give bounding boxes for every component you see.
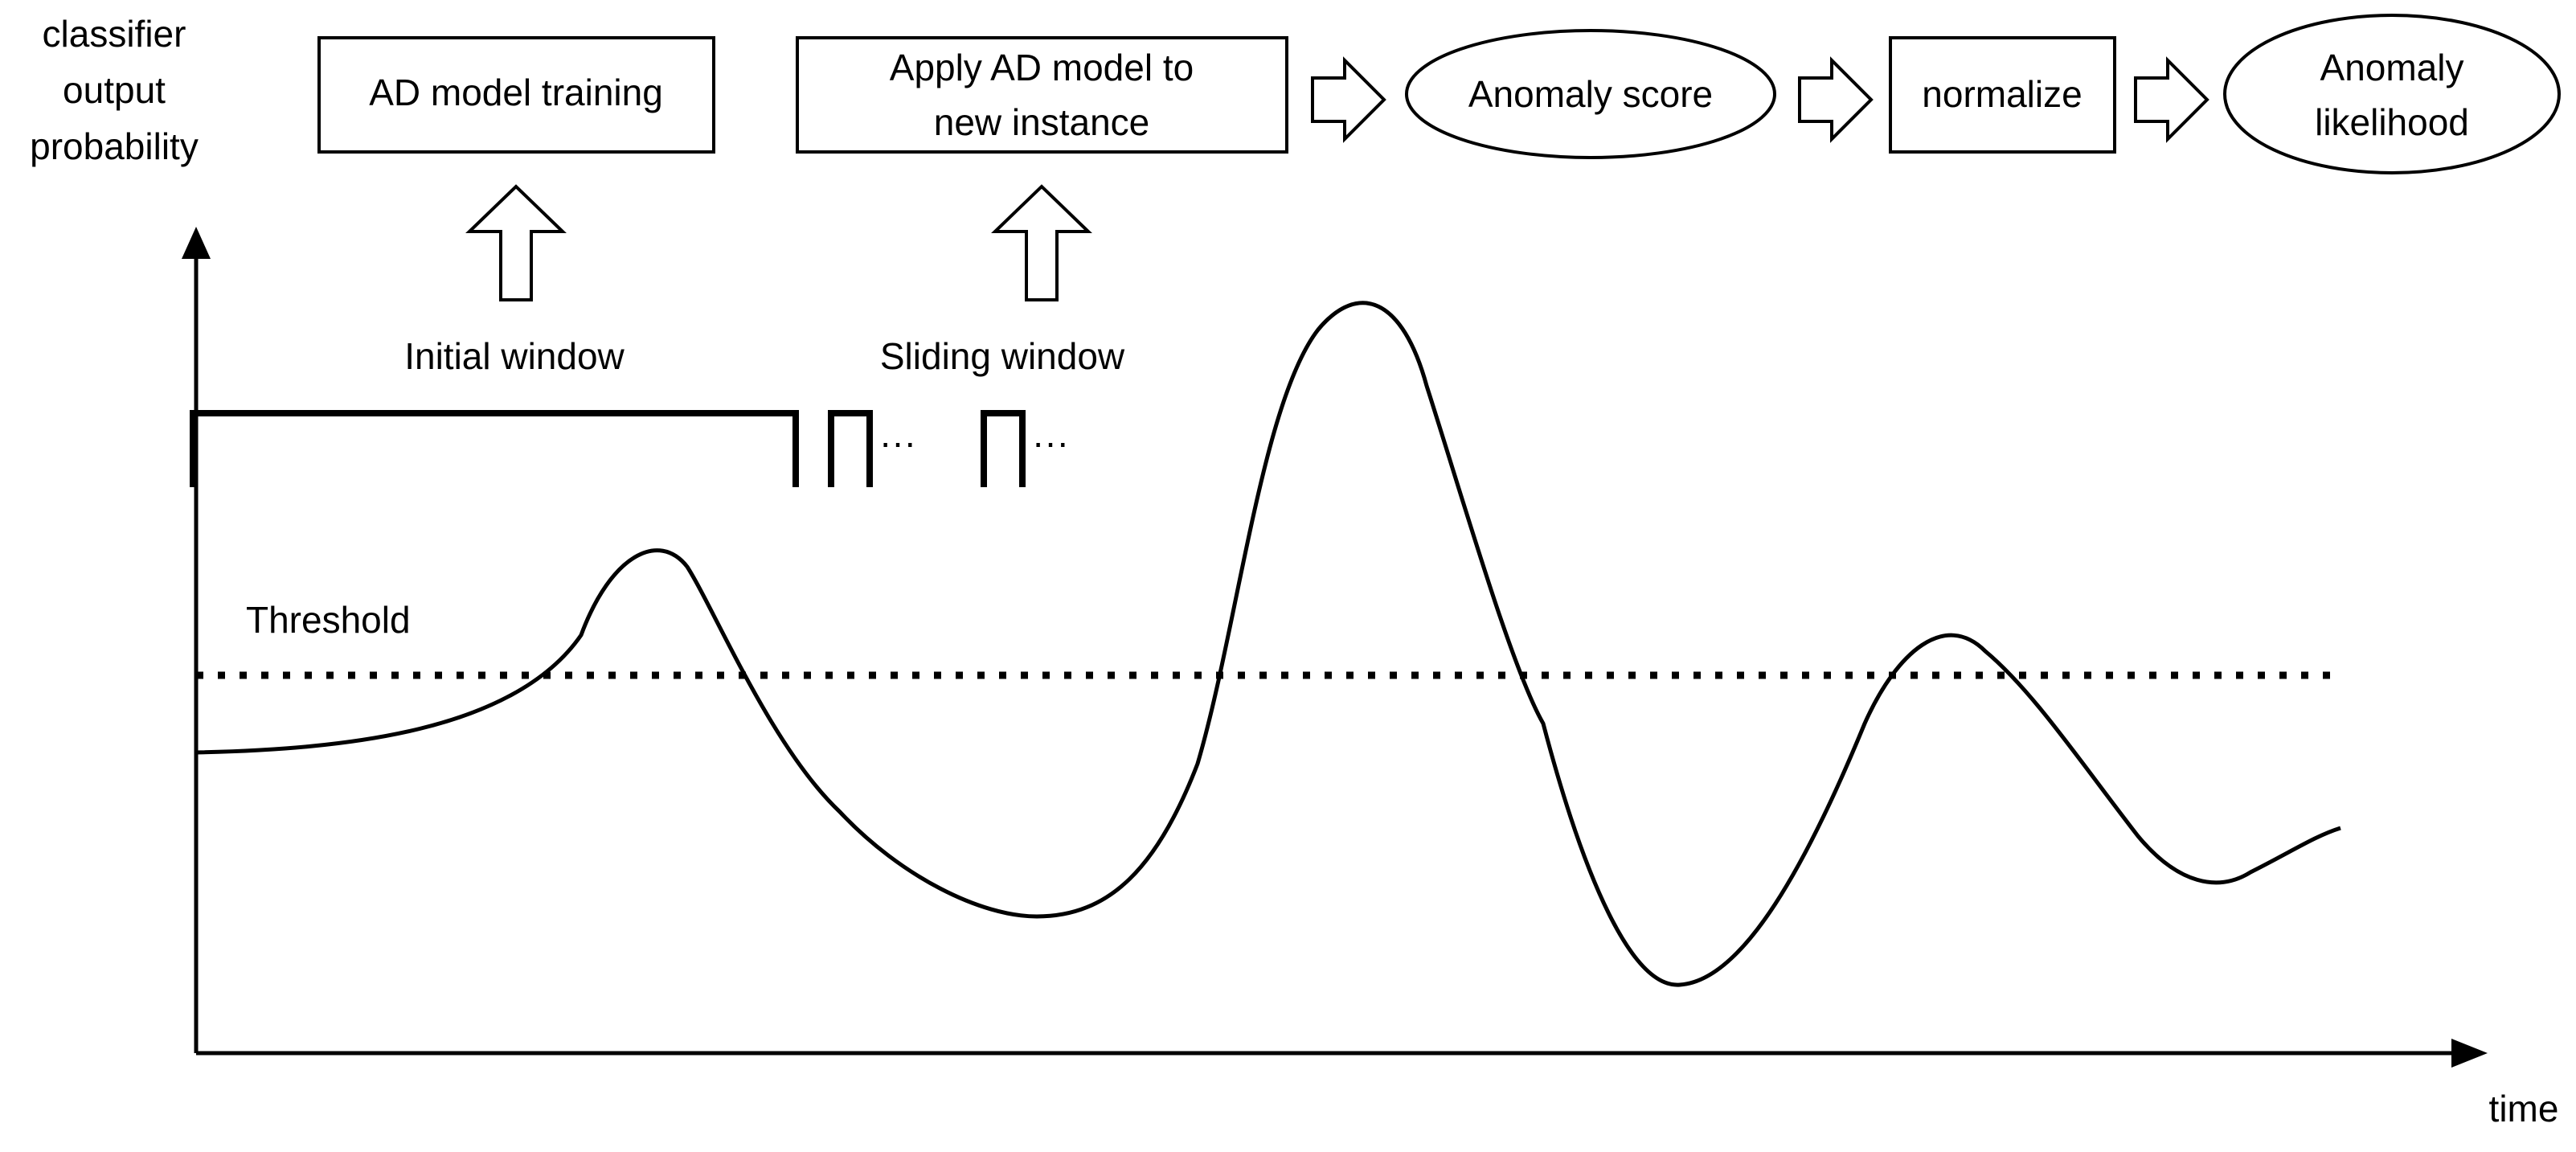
apply-ad-model-label-line-2: new instance — [934, 101, 1150, 143]
apply-ad-model-label-line-1: Apply AD model to — [890, 47, 1194, 88]
anomaly-score-label: Anomaly score — [1468, 73, 1713, 115]
right-block-arrow-icon — [1311, 56, 1386, 143]
threshold-label: Threshold — [246, 599, 411, 641]
right-block-arrow-icon — [2134, 56, 2209, 143]
x-axis-label: time — [2489, 1088, 2559, 1129]
anomaly-score-ellipse: Anomaly score — [1405, 29, 1776, 159]
sliding-window-ellipsis: ··· — [879, 421, 916, 463]
sliding-window-bracket — [981, 410, 1026, 487]
y-axis-arrow-icon — [182, 227, 211, 259]
normalize-label: normalize — [1922, 73, 2082, 115]
x-axis — [196, 1039, 2488, 1068]
anomaly-likelihood-label-line-2: likelihood — [2315, 101, 2469, 143]
y-axis-label-line-2: output — [63, 69, 166, 111]
right-block-arrow-icon — [1798, 56, 1874, 143]
sliding-window-ellipsis: ··· — [1032, 421, 1069, 463]
up-block-arrow-icon — [991, 184, 1092, 301]
x-axis-arrow-icon — [2451, 1039, 2488, 1068]
apply-ad-model-box: Apply AD model to new instance — [796, 36, 1288, 154]
anomaly-likelihood-ellipse: Anomaly likelihood — [2223, 14, 2561, 174]
sliding-window-bracket — [828, 410, 873, 487]
sliding-window-label: Sliding window — [880, 335, 1125, 377]
y-axis — [182, 227, 211, 1053]
anomaly-likelihood-label-line-1: Anomaly — [2320, 47, 2464, 88]
up-block-arrow-icon — [465, 184, 567, 301]
y-axis-label-line-1: classifier — [43, 13, 186, 55]
initial-window-bracket — [190, 410, 799, 487]
ad-model-training-box: AD model training — [317, 36, 715, 154]
ad-model-training-label: AD model training — [369, 72, 663, 113]
normalize-box: normalize — [1889, 36, 2116, 154]
y-axis-label-line-3: probability — [30, 125, 199, 167]
probability-curve — [195, 301, 2341, 987]
initial-window-label: Initial window — [404, 335, 625, 377]
